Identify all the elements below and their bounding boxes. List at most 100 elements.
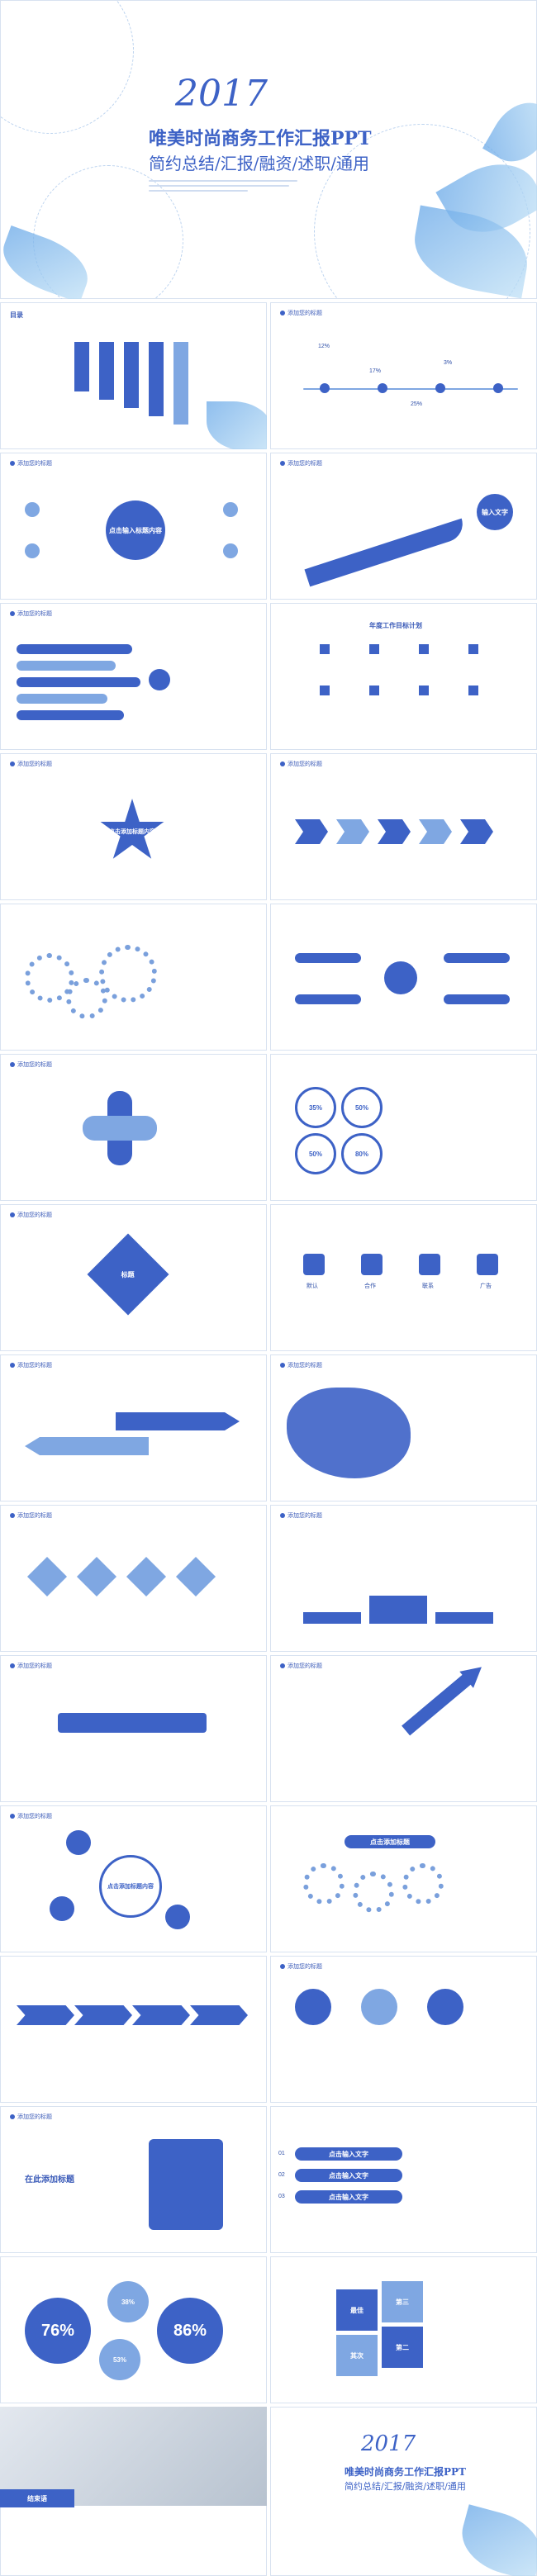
trend-point [378, 383, 387, 393]
slide-percent-line: 添加您的标题 12% 17% 3% 25% [270, 302, 537, 449]
notebook-title: 在此添加标题 [25, 2175, 74, 2185]
center-circle: 点击添加标题内容 [99, 1855, 162, 1918]
cover-subtitle: 简约总结/汇报/融资/述职/通用 [149, 154, 369, 173]
notebook-shape [149, 2139, 223, 2230]
percent-value: 86% [173, 2321, 207, 2340]
table-cell [369, 686, 379, 695]
rank-label: 其次 [350, 2351, 364, 2360]
slide-diamond: 添加您的标题 标题 [0, 1204, 267, 1351]
end-circle: 输入文字 [477, 494, 513, 530]
hub-branch [295, 953, 361, 963]
percent-value: 80% [354, 1150, 368, 1158]
slide-header: 添加您的标题 [10, 2113, 52, 2121]
chevron-step [132, 2005, 190, 2025]
center-label: 标题 [121, 1270, 135, 1279]
trend-line [303, 388, 518, 390]
percent-value: 53% [112, 2355, 126, 2364]
center-circle: 点击输入标题内容 [106, 500, 165, 560]
cover-text-line [149, 185, 289, 187]
percent-circle: 53% [99, 2339, 140, 2380]
rank-box: 第三 [382, 2281, 423, 2322]
slide-gears-2: 点击添加标题 [270, 1805, 537, 1952]
menu-banner [74, 342, 89, 391]
feature-icon [477, 1254, 498, 1275]
step-chevron [336, 819, 369, 844]
table-cell [419, 686, 429, 695]
trend-point [435, 383, 445, 393]
slide-header: 添加您的标题 [280, 760, 322, 768]
gear-icon [25, 953, 74, 1003]
percent-value: 76% [40, 2321, 75, 2340]
slide-percent-circles: 35% 50% 50% 80% [270, 1054, 537, 1201]
gear-icon [66, 978, 107, 1019]
item-icon [25, 543, 40, 558]
slide-title: 年度工作目标计划 [369, 622, 422, 629]
slide-header: 添加您的标题 [10, 1662, 52, 1670]
step-chevron [295, 819, 328, 844]
menu-banner [124, 342, 139, 408]
column-circle [361, 1989, 397, 2025]
rank-box: 其次 [336, 2335, 378, 2376]
slide-hub [270, 904, 537, 1051]
rank-label: 第三 [396, 2298, 409, 2306]
slide-double-arrow: 添加您的标题 [0, 1354, 267, 1501]
feature-label: 合作 [364, 1283, 376, 1289]
table-cell [468, 644, 478, 654]
runner-icon [149, 669, 170, 690]
menu-banner [99, 342, 114, 400]
trend-point [493, 383, 503, 393]
percent-label: 12% [318, 344, 330, 349]
diamond-item [26, 1556, 68, 1597]
arrow-shape [304, 518, 468, 587]
slide-growth-arrow: 添加您的标题 [270, 1655, 537, 1802]
decor-circle [0, 0, 134, 134]
podium-step [303, 1612, 361, 1624]
slide-star: 添加您的标题 点击添加标题内容 [0, 753, 267, 900]
timeline-box [58, 1713, 207, 1733]
slide-gears [0, 904, 267, 1051]
slide-arrow: 添加您的标题 输入文字 [270, 453, 537, 600]
list-item: 点击输入文字 [295, 2169, 402, 2182]
rank-label: 第二 [396, 2343, 409, 2351]
percent-circle: 50% [295, 1133, 336, 1174]
percent-value: 50% [308, 1150, 322, 1158]
menu-banner [173, 342, 188, 425]
feature-icon [303, 1254, 325, 1275]
center-label: 点击添加标题内容 [109, 829, 155, 835]
slide-contents: 目录 [0, 302, 267, 449]
diamond-item [76, 1556, 117, 1597]
slide-header: 添加您的标题 [10, 459, 52, 467]
gear-icon [353, 1872, 394, 1913]
podium-step [435, 1612, 493, 1624]
feature-label: 默认 [307, 1283, 318, 1289]
slide-header: 添加您的标题 [10, 760, 52, 768]
bar [17, 661, 116, 671]
chevron-step [17, 2005, 74, 2025]
leaf-decor [454, 2504, 537, 2576]
percent-label: 3% [444, 360, 453, 366]
slide-header: 添加您的标题 [10, 1361, 52, 1369]
slide-header: 添加您的标题 [280, 1662, 322, 1670]
column-circle [427, 1989, 463, 2025]
slide-map: 添加您的标题 [270, 1354, 537, 1501]
percent-value: 38% [121, 2298, 135, 2306]
slide-ending-photo: 结束语 [0, 2407, 267, 2576]
slide-chevrons [0, 1956, 267, 2103]
rank-box: 第二 [382, 2327, 423, 2368]
list-item-label: 点击输入文字 [329, 2171, 368, 2180]
item-icon [223, 502, 238, 517]
table-cell [320, 644, 330, 654]
gear-title: 点击添加标题 [345, 1835, 435, 1848]
step-chevron [460, 819, 493, 844]
cover-year: 2017 [175, 73, 268, 115]
percent-circle: 80% [341, 1133, 383, 1174]
slide-header: 添加您的标题 [10, 1511, 52, 1520]
feature-label: 联系 [422, 1283, 434, 1289]
table-cell [369, 644, 379, 654]
center-label: 点击添加标题内容 [107, 1884, 154, 1890]
list-item: 点击输入文字 [295, 2147, 402, 2161]
hub-branch [444, 953, 510, 963]
cover-text-line [149, 190, 248, 192]
diamond-item [175, 1556, 216, 1597]
star-center: 点击添加标题内容 [100, 799, 164, 859]
